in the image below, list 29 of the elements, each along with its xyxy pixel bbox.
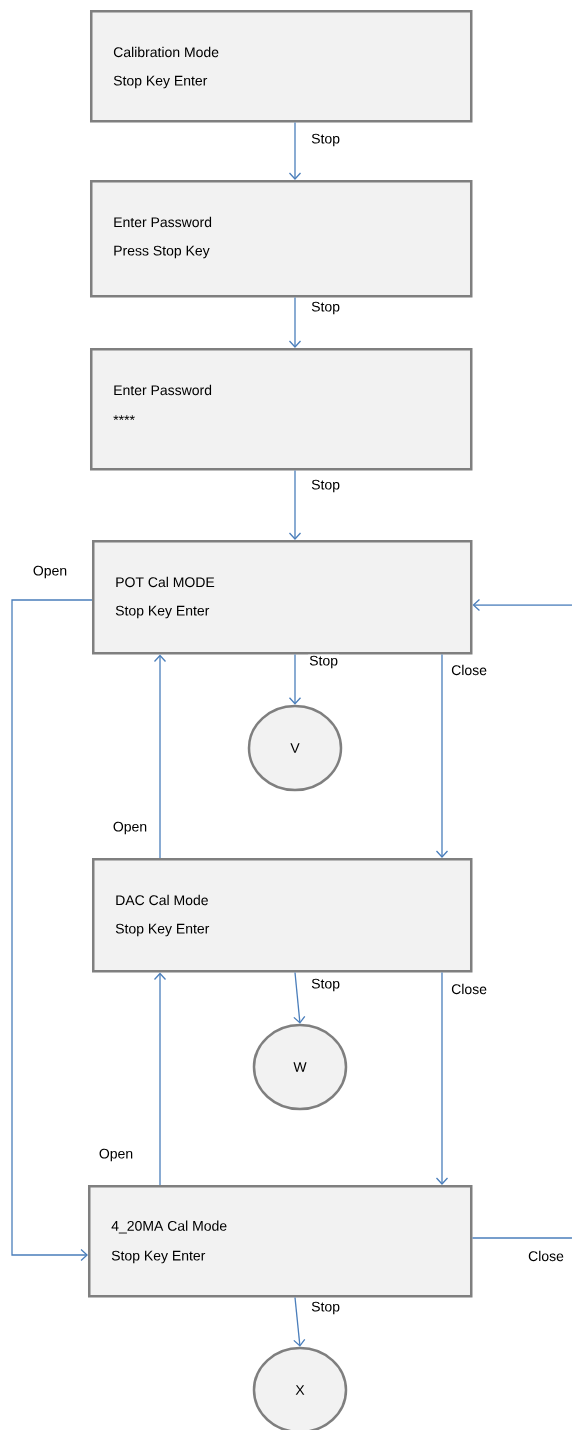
- edge-label: Close: [450, 663, 488, 677]
- process-box: POT Cal MODE Stop Key Enter: [92, 540, 473, 655]
- arrow: [288, 469, 302, 540]
- edge-label: Stop: [310, 1300, 341, 1316]
- process-box: Enter Password Press Stop Key: [90, 180, 473, 298]
- process-box: DAC Cal Mode Stop Key Enter: [92, 858, 473, 973]
- arrow: [153, 972, 167, 1186]
- arrow: [472, 598, 572, 612]
- arrow: [288, 121, 302, 180]
- edge-label: Open: [97, 1147, 135, 1163]
- edge-label: Close: [527, 1249, 565, 1263]
- arrow: [435, 971, 449, 1185]
- edge-label: Open: [111, 820, 149, 836]
- arrow: [293, 1296, 306, 1347]
- process-box: Enter Password ****: [90, 348, 473, 471]
- arrow: [153, 654, 167, 859]
- edge-label: Stop: [310, 478, 341, 494]
- arrow: [293, 971, 306, 1024]
- arrow: [11, 599, 93, 1262]
- edge-label: Open: [31, 564, 69, 580]
- arrow: [288, 653, 302, 705]
- arrow: [435, 653, 449, 858]
- edge-label: Close: [450, 982, 488, 996]
- process-box: Calibration Mode Stop Key Enter: [90, 10, 473, 123]
- edge-label: Stop: [310, 977, 341, 993]
- arrow: [288, 296, 302, 348]
- process-box: 4_20MA Cal Mode Stop Key Enter: [88, 1185, 473, 1298]
- edge-label: Stop: [310, 132, 341, 148]
- edge-label: Stop: [310, 300, 341, 316]
